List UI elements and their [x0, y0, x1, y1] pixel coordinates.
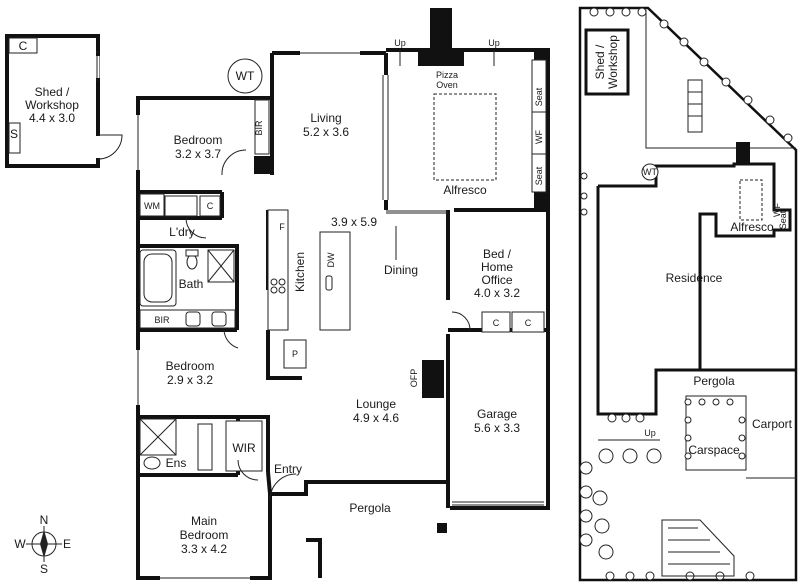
washing-machine-label: WM: [144, 201, 160, 211]
ofp-label: OFP: [409, 369, 419, 388]
main-bedroom-name-1: Main: [191, 514, 217, 528]
bath-name: Bath: [179, 277, 204, 291]
main-bedroom-size: 3.3 x 4.2: [181, 542, 227, 556]
bedroom2-size: 2.9 x 3.2: [167, 373, 213, 387]
alfresco-name: Alfresco: [443, 183, 487, 197]
office-name-2: Home: [481, 260, 513, 274]
alfresco-wf: WF: [534, 130, 544, 144]
site-seat-label: Seat: [778, 210, 788, 229]
office-name-3: Office: [481, 273, 512, 287]
bedroom2-name: Bedroom: [166, 359, 215, 373]
wir-name: WIR: [232, 441, 256, 455]
office-cupboard-2: C: [525, 318, 532, 328]
shed-building: C S Shed / Workshop 4.4 x 3.0: [5, 34, 123, 168]
alfresco-up-left: Up: [394, 38, 406, 48]
oven-label: Oven: [436, 80, 458, 90]
compass-east: E: [63, 537, 71, 551]
ensuite-name: Ens: [166, 456, 187, 470]
bedroom1-name: Bedroom: [174, 133, 223, 147]
living-name: Living: [310, 111, 341, 125]
office-cupboard-1: C: [493, 318, 500, 328]
lounge-name: Lounge: [356, 397, 396, 411]
site-alfresco-label: Alfresco: [730, 220, 774, 234]
site-carport-label: Carport: [752, 417, 793, 431]
shed-cupboard-label: C: [19, 39, 28, 53]
kitchen-name: Kitchen: [293, 252, 307, 292]
garage-size: 5.6 x 3.3: [474, 421, 520, 435]
bath-bir-label: BIR: [154, 315, 170, 325]
laundry-name: L'dry: [169, 225, 195, 239]
site-pergola-label: Pergola: [693, 374, 735, 388]
pizza-label: Pizza: [436, 70, 458, 80]
fridge-label: F: [279, 222, 285, 232]
kitchen-size: 3.9 x 5.9: [331, 215, 377, 229]
pantry-label: P: [292, 349, 298, 359]
site-residence-label: Residence: [666, 271, 723, 285]
laundry-cupboard-label: C: [207, 201, 214, 211]
house-labels: WT Living 5.2 x 3.6 Bedroom 3.2 x 3.7 BI…: [14, 38, 544, 576]
site-wt-label: WT: [643, 167, 657, 177]
site-plan: [578, 6, 798, 582]
shed-size: 4.4 x 3.0: [29, 111, 75, 125]
lounge-size: 4.9 x 4.6: [353, 411, 399, 425]
site-wf-label: WF: [772, 203, 782, 217]
living-size: 5.2 x 3.6: [303, 125, 349, 139]
shed-s-label: S: [10, 127, 18, 141]
bedroom1-bir-label: BIR: [254, 120, 264, 136]
compass-south: S: [40, 562, 48, 576]
site-labels: Shed / Workshop WT Alfresco Seat WF Resi…: [593, 35, 793, 457]
entry-name: Entry: [274, 462, 302, 476]
shed-name-2: Workshop: [25, 98, 79, 112]
site-shed-2: Workshop: [606, 35, 620, 89]
site-carspace-label: Carspace: [688, 443, 740, 457]
garage-name: Garage: [477, 407, 517, 421]
water-tank-label: WT: [236, 69, 255, 83]
alfresco-up-right: Up: [488, 38, 500, 48]
main-bedroom-name-2: Bedroom: [180, 528, 229, 542]
dishwasher-label: DW: [326, 252, 336, 267]
site-up-label: Up: [644, 428, 656, 438]
alfresco-seat-top: Seat: [534, 87, 544, 106]
compass-north: N: [40, 513, 49, 527]
office-size: 4.0 x 3.2: [474, 286, 520, 300]
compass-west: W: [14, 537, 26, 551]
site-shed-1: Shed /: [593, 44, 607, 79]
shed-name: Shed /: [35, 85, 70, 99]
pergola-name: Pergola: [349, 501, 391, 515]
house-fixtures: [26, 50, 547, 581]
office-name-1: Bed /: [483, 247, 512, 261]
bedroom1-size: 3.2 x 3.7: [175, 147, 221, 161]
dining-name: Dining: [384, 263, 418, 277]
alfresco-seat-bottom: Seat: [534, 166, 544, 185]
